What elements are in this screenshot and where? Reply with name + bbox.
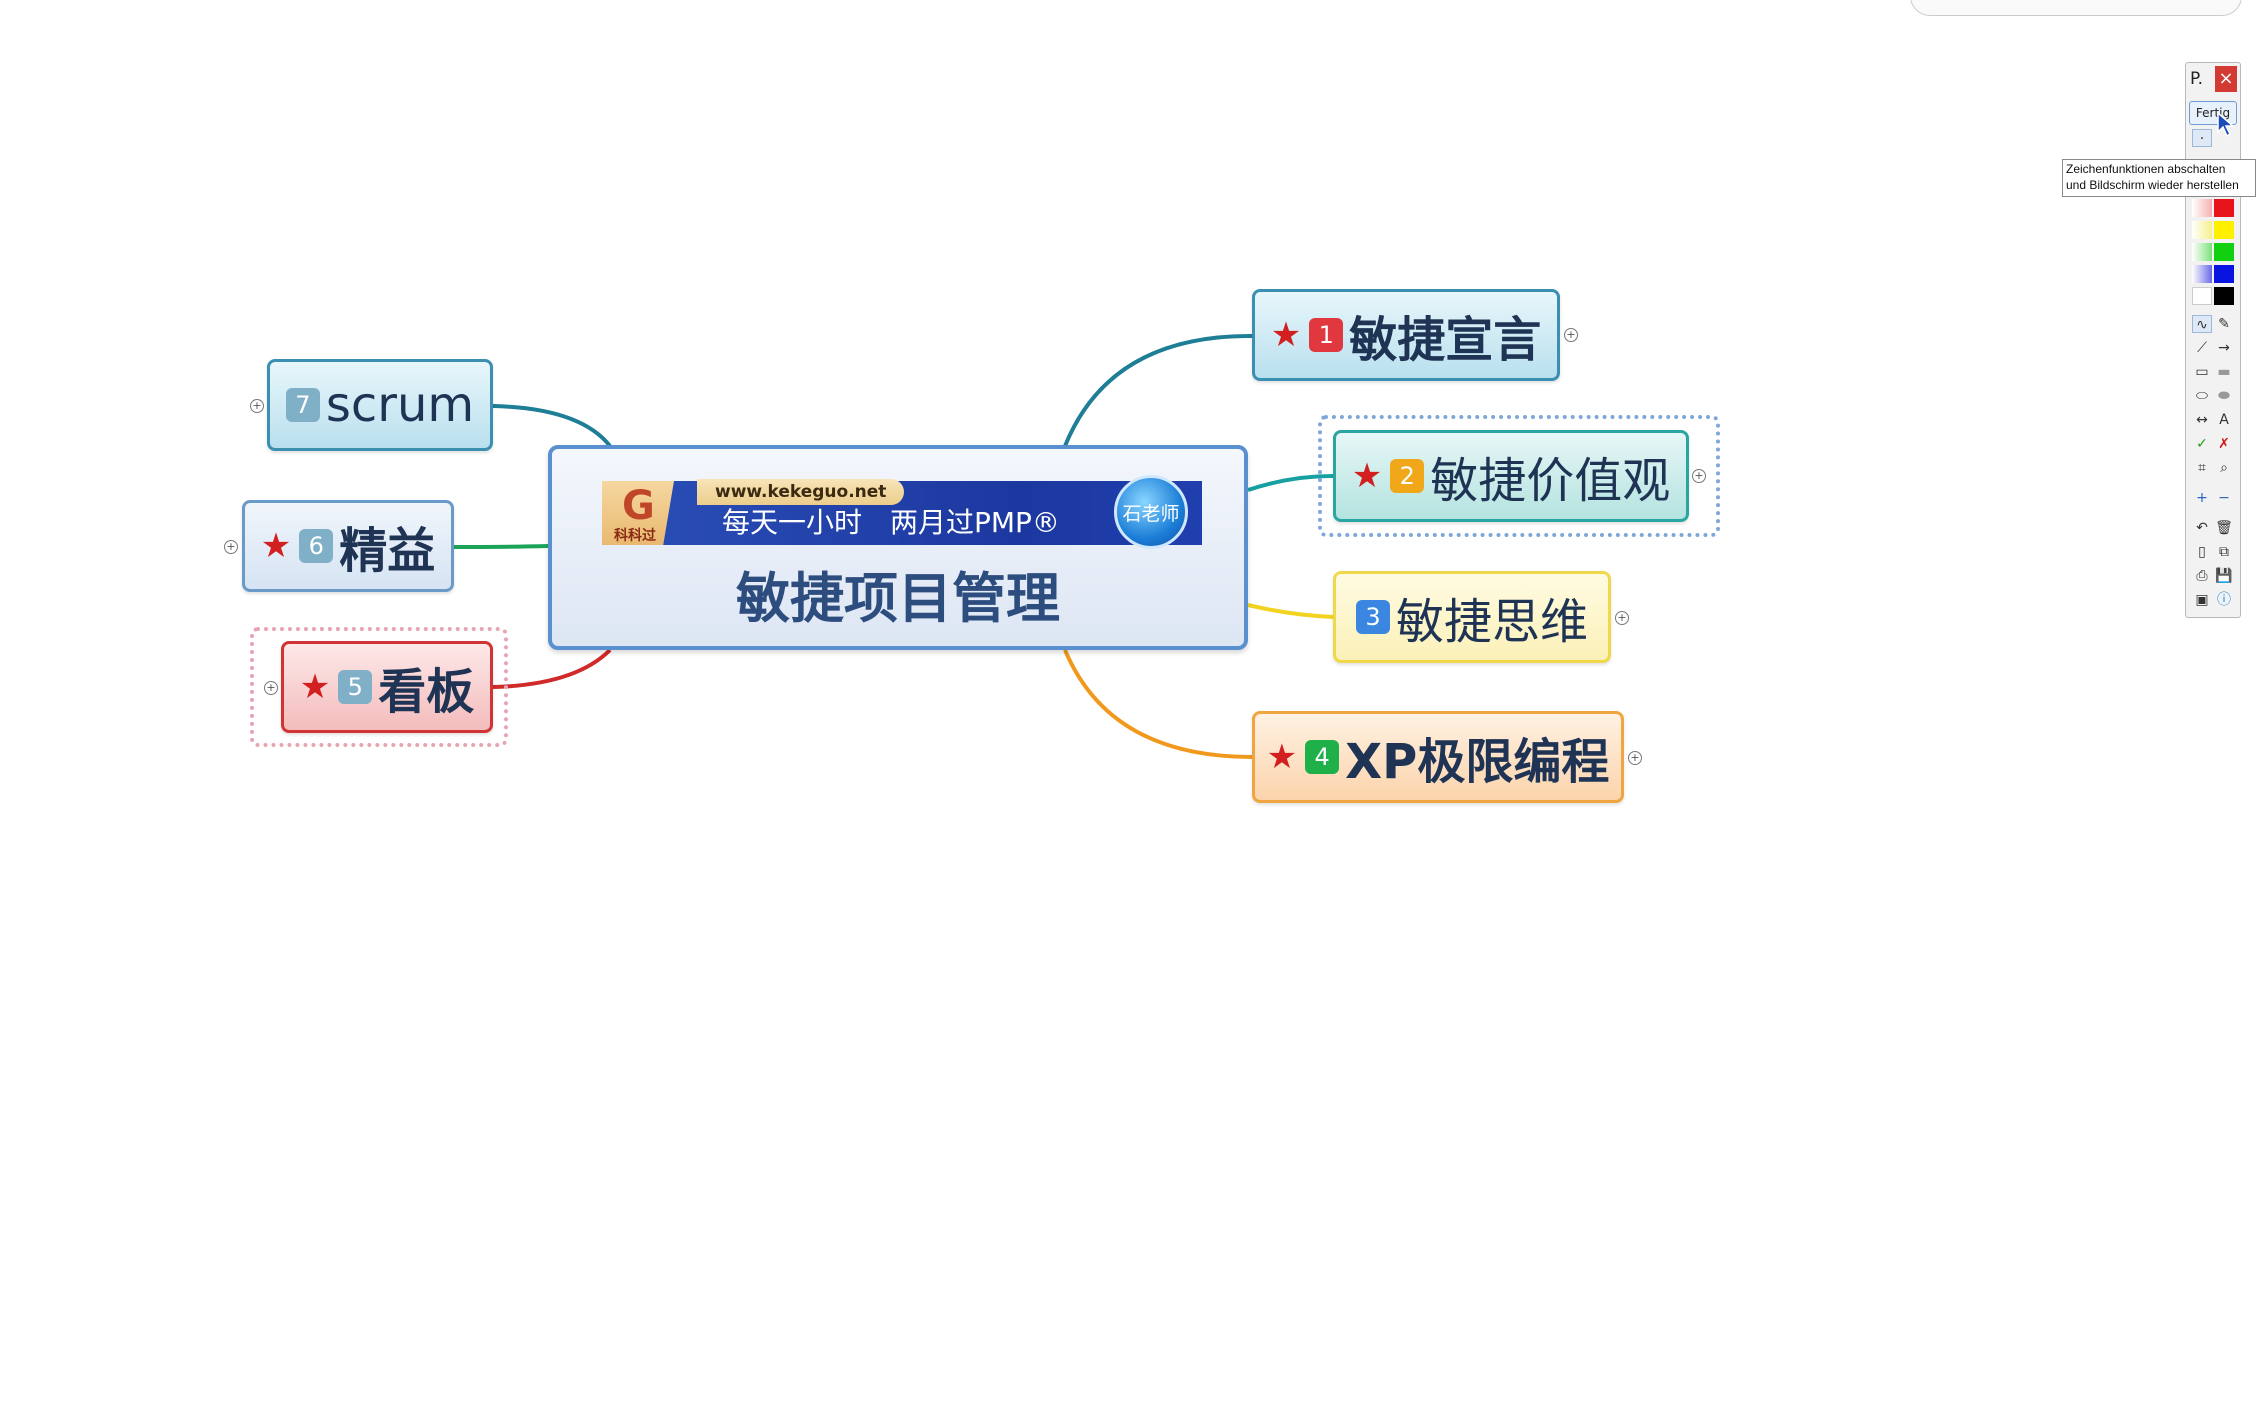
checkmark-icon[interactable]: ✓: [2196, 436, 2208, 452]
copy-icon[interactable]: ⧉: [2219, 544, 2229, 560]
crop-icon[interactable]: ⌗: [2198, 460, 2206, 476]
dot-size-small[interactable]: ·: [2192, 129, 2212, 147]
branch-t5: [492, 648, 612, 689]
expand-icon[interactable]: +: [1615, 611, 1629, 625]
arrow-icon[interactable]: →: [2218, 340, 2230, 356]
color-white[interactable]: [2192, 287, 2212, 305]
number-badge-6: 6: [299, 529, 334, 563]
topic-scrum[interactable]: 7 scrum: [267, 359, 493, 451]
color-green[interactable]: [2214, 243, 2234, 261]
cross-mark-icon[interactable]: ✗: [2218, 436, 2230, 452]
star-icon: ★: [1351, 456, 1383, 496]
tooltip: Zeichenfunktionen abschalten und Bildsch…: [2062, 159, 2256, 197]
rectangle-icon[interactable]: ▭: [2195, 364, 2209, 380]
branch-t4: [1063, 649, 1253, 759]
teacher-badge: 石老师: [1114, 475, 1188, 549]
number-badge-4: 4: [1305, 740, 1340, 774]
text-tool-icon[interactable]: A: [2219, 412, 2229, 428]
print-icon[interactable]: ⎙: [2196, 568, 2208, 584]
branch-t3: [1247, 603, 1334, 619]
selection-outline: [1318, 415, 1720, 537]
banner-image: G 科科过 www.kekeguo.net 每天一小时 两月过PMP® 石老师: [602, 475, 1202, 549]
topic-agile-values[interactable]: ★ 2 敏捷价值观: [1333, 430, 1689, 522]
info-icon[interactable]: ⓘ: [2217, 592, 2231, 608]
undo-icon[interactable]: ↶: [2196, 520, 2208, 536]
zoom-icon[interactable]: ⌕: [2220, 460, 2228, 476]
tooltip-line-1: Zeichenfunktionen abschalten: [2066, 162, 2226, 176]
expand-icon[interactable]: +: [264, 681, 278, 695]
filled-rectangle-icon[interactable]: ▬: [2217, 364, 2231, 380]
topic-label: 看板: [378, 664, 475, 720]
filled-ellipse-icon[interactable]: ⬬: [2218, 388, 2230, 404]
topic-label: XP极限编程: [1345, 734, 1610, 790]
color-light-red[interactable]: [2192, 199, 2212, 217]
expand-icon[interactable]: +: [250, 399, 264, 413]
branch-t7: [492, 404, 612, 448]
topic-xp-programming[interactable]: ★ 4 XP极限编程: [1252, 711, 1624, 803]
number-badge-5: 5: [338, 670, 373, 704]
number-badge-2: 2: [1390, 459, 1425, 493]
central-title: 敏捷项目管理: [736, 567, 1060, 630]
branch-t6: [453, 544, 549, 549]
mouse-cursor-icon: [2217, 112, 2235, 138]
star-icon: ★: [1266, 737, 1298, 777]
expand-icon[interactable]: +: [1628, 751, 1642, 765]
number-badge-7: 7: [285, 388, 320, 422]
color-light-blue[interactable]: [2192, 265, 2212, 283]
color-black[interactable]: [2214, 287, 2234, 305]
kekeguo-logo: G 科科过: [602, 481, 674, 545]
topic-kanban[interactable]: ★ 5 看板: [281, 641, 493, 733]
number-badge-3: 3: [1355, 600, 1390, 634]
logo-text: 科科过: [614, 528, 656, 544]
palette-close-button[interactable]: ×: [2215, 66, 2237, 92]
star-icon: ★: [299, 667, 331, 707]
freehand-icon[interactable]: ∿: [2192, 315, 2212, 333]
color-light-green[interactable]: [2192, 243, 2212, 261]
topic-label: scrum: [325, 377, 475, 433]
topic-label: 敏捷价值观: [1430, 453, 1671, 509]
highlighter-icon[interactable]: ✎: [2218, 316, 2230, 332]
banner-url: www.kekeguo.net: [697, 479, 905, 505]
tooltip-line-2: und Bildschirm wieder herstellen: [2066, 178, 2239, 192]
expand-icon[interactable]: +: [1564, 328, 1578, 342]
ellipse-icon[interactable]: ⬭: [2196, 388, 2208, 404]
star-icon: ★: [1270, 315, 1302, 355]
color-light-yellow[interactable]: [2192, 221, 2212, 239]
expand-icon[interactable]: +: [1692, 469, 1706, 483]
save-icon[interactable]: 💾: [2215, 568, 2233, 584]
central-topic[interactable]: G 科科过 www.kekeguo.net 每天一小时 两月过PMP® 石老师 …: [548, 445, 1248, 650]
color-yellow[interactable]: [2214, 221, 2234, 239]
selection-outline: [250, 627, 508, 747]
double-arrow-icon[interactable]: ↔: [2196, 412, 2208, 428]
palette-title: P.: [2190, 69, 2204, 89]
topic-label: 敏捷思维: [1395, 594, 1588, 650]
topic-agile-manifesto[interactable]: ★ 1 敏捷宣言: [1252, 289, 1560, 381]
zoom-out-icon[interactable]: −: [2218, 490, 2230, 506]
line-icon[interactable]: ⟋: [2197, 340, 2207, 356]
banner-slogan: 每天一小时 两月过PMP®: [722, 506, 1060, 539]
star-icon: ★: [260, 526, 292, 566]
trash-icon[interactable]: 🗑: [2215, 520, 2233, 536]
logo-g-mark: G: [622, 483, 655, 529]
color-blue[interactable]: [2214, 265, 2234, 283]
topic-agile-mindset[interactable]: 3 敏捷思维: [1333, 571, 1611, 663]
topic-label: 敏捷宣言: [1349, 312, 1542, 368]
branch-t1: [1063, 333, 1253, 447]
expand-icon[interactable]: +: [224, 540, 238, 554]
zoom-in-icon[interactable]: +: [2196, 490, 2208, 506]
image-icon[interactable]: ▣: [2195, 592, 2209, 608]
color-red[interactable]: [2214, 199, 2234, 217]
topic-lean[interactable]: ★ 6 精益: [242, 500, 454, 592]
branch-t2: [1247, 474, 1334, 492]
new-page-icon[interactable]: ▯: [2198, 544, 2206, 560]
number-badge-1: 1: [1309, 318, 1344, 352]
topic-label: 精益: [339, 523, 436, 579]
drawing-tool-palette[interactable]: P. × Fertig · ∿ ✎ ⟋ → ▭ ▬ ⬭ ⬬ ↔ A ✓ ✗ ⌗ …: [2185, 62, 2241, 618]
